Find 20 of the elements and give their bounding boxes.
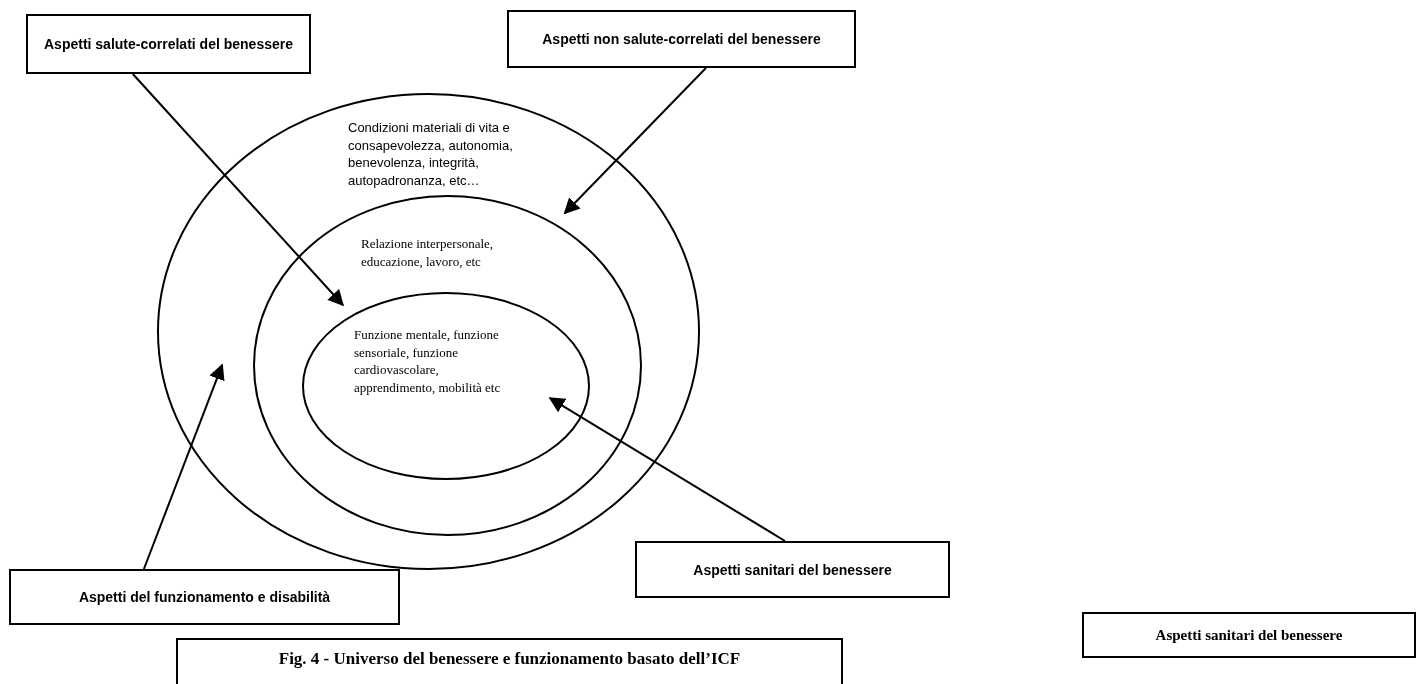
figure-caption: Fig. 4 - Universo del benessere e funzionamento basato dell’ICF [176, 638, 843, 684]
ellipse-text: Relazione interpersonale, educazione, lavoro, etc [361, 235, 495, 271]
callout-box [635, 541, 950, 598]
inner-ellipse [302, 292, 590, 480]
arrow [131, 73, 344, 307]
arrow [563, 67, 707, 215]
box-label: Aspetti sanitari del benessere [693, 561, 892, 578]
callout-box [507, 10, 856, 68]
text-box [1082, 612, 1416, 658]
box-label: Aspetti non salute-correlati del benessere [542, 31, 821, 47]
arrow [548, 397, 786, 542]
ellipse-text: Condizioni materiali di vita e consapevolezza, autonomia, benevolenza, integrità, autopadronanza, etc… [348, 119, 514, 190]
box-label: Aspetti salute-correlati del benessere [44, 36, 293, 52]
box-label: Aspetti del funzionamento e disabilità [78, 589, 331, 605]
arrow [142, 363, 225, 570]
ellipse-text: Funzione mentale, funzione sensoriale, funzione cardiovascolare, apprendimento, mobilità etc [354, 326, 502, 397]
callout-box [9, 569, 400, 625]
box-label: Aspetti sanitari del benessere [1155, 626, 1343, 644]
callout-box [26, 14, 311, 74]
middle-ellipse [253, 195, 642, 536]
